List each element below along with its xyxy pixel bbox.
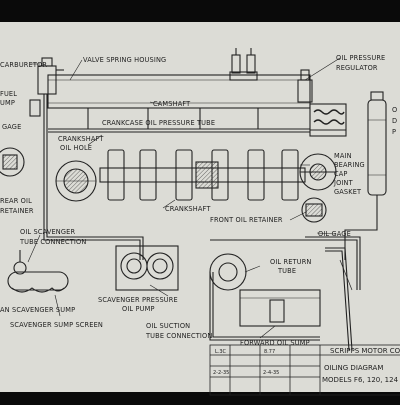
gage-label: GAGE	[2, 123, 21, 131]
carburetor-label: CARBURETOR	[0, 61, 47, 69]
oil-return-label-2: TUBE	[277, 267, 296, 275]
crankshaft-label: CRANKSHAFT	[165, 205, 211, 213]
crankshaft-oil-hole-label-2: OIL HOLE	[60, 144, 92, 152]
oil-return-label-1: OIL RETURN	[270, 258, 312, 266]
title-block-rev-1: L.3C	[215, 349, 227, 355]
right-edge-label-3: P	[392, 128, 396, 136]
crankcase-oil-pressure-tube	[48, 128, 310, 133]
title-block-rev-2: 8.77	[264, 349, 275, 355]
main-bearing-label-1: MAIN	[334, 152, 352, 160]
oil-return-tube	[325, 247, 353, 351]
title-block: L.3C 8.77 2-2-35 2-4-35 SCRIPPS MOTOR CO…	[213, 347, 400, 384]
oil-pressure-regulator-label-1: OIL PRESSURE	[336, 54, 385, 62]
crankshaft-oil-hole-label-1: CRANKSHAFT	[58, 135, 104, 143]
rear-oil-retainer-label-2: RETAINER	[0, 207, 34, 215]
oil-filter	[344, 91, 387, 260]
leader-lines	[27, 57, 341, 339]
rear-oil-retainer-label-1: REAR OIL	[0, 197, 32, 205]
scavenger-pressure-label-2: OIL PUMP	[122, 305, 155, 313]
fuel-pump-label-2: UMP	[0, 99, 15, 107]
camshaft-label: CAMSHAFT	[153, 100, 191, 108]
oil-scavenger-label-1: OIL SCAVENGER	[20, 228, 75, 236]
oil-scavenger-label-2: TUBE CONNECTION	[19, 238, 86, 246]
title-block-date-1: 2-2-35	[213, 370, 229, 376]
forward-oil-sump-label: FORWARD OIL SUMP	[240, 339, 310, 347]
main-bearing-label-2: BEARING	[334, 161, 365, 169]
fuel-pump	[29, 99, 41, 117]
feed-tubes	[43, 94, 259, 232]
valve-spring-housing	[47, 74, 311, 109]
rear-scavenger-sump	[7, 250, 69, 293]
valve-assembly-1	[229, 48, 258, 81]
front-oil-retainer-detail	[301, 197, 327, 223]
title-block-company: SCRIPPS MOTOR CO	[330, 347, 400, 355]
right-edge-label-2: D	[392, 117, 397, 125]
oil-suction-label-1: OIL SUCTION	[146, 322, 190, 330]
main-bearing-detail	[299, 153, 337, 191]
crankcase-oil-pressure-tube-label: CRANKCASE OIL PRESSURE TUBE	[102, 119, 215, 127]
oil-suction-label-2: TUBE CONNECTION	[145, 332, 212, 340]
rear-oil-retainer-detail	[0, 147, 25, 177]
crankshaft-oil-hole-detail	[55, 160, 97, 202]
title-block-frame	[209, 344, 400, 396]
paper	[0, 22, 400, 392]
title-block-title: OILING DIAGRAM	[324, 364, 383, 372]
main-bearing-label-4: JOINT	[333, 179, 354, 187]
title-block-models: MODELS F6, 120, 124	[322, 376, 399, 384]
fuel-pump-label-1: FUEL	[0, 90, 17, 98]
main-bearing-label-5: GASKET	[334, 188, 362, 196]
scavenger-pressure-label-1: SCAVENGER PRESSURE	[98, 296, 178, 304]
oil-pressure-regulator-label-2: REGULATOR	[336, 64, 378, 72]
valve-spring-housing-label: VALVE SPRING HOUSING	[83, 56, 166, 64]
crankshaft	[99, 149, 306, 201]
scavenger-sump-screen-label: SCAVENGER SUMP SCREEN	[10, 321, 103, 329]
rear-scavenger-sump-label: AN SCAVENGER SUMP	[0, 306, 75, 314]
title-block-date-2: 2-4-35	[263, 370, 279, 376]
oil-gage-line	[305, 236, 361, 290]
oil-pressure-regulator	[309, 103, 347, 137]
front-oil-retainer-label: FRONT OIL RETAINER	[210, 216, 283, 224]
scavenger-pressure-oil-pump	[115, 245, 179, 291]
forward-oil-sump	[209, 253, 321, 341]
labels: CARBURETOR VALVE SPRING HOUSING OIL PRES…	[0, 54, 397, 347]
right-edge-label-1: O	[392, 106, 397, 114]
lower-oil-lines	[43, 232, 305, 260]
main-bearing-label-3: CAP	[334, 170, 348, 178]
oil-gage-label: OIL GAGE	[318, 230, 351, 238]
